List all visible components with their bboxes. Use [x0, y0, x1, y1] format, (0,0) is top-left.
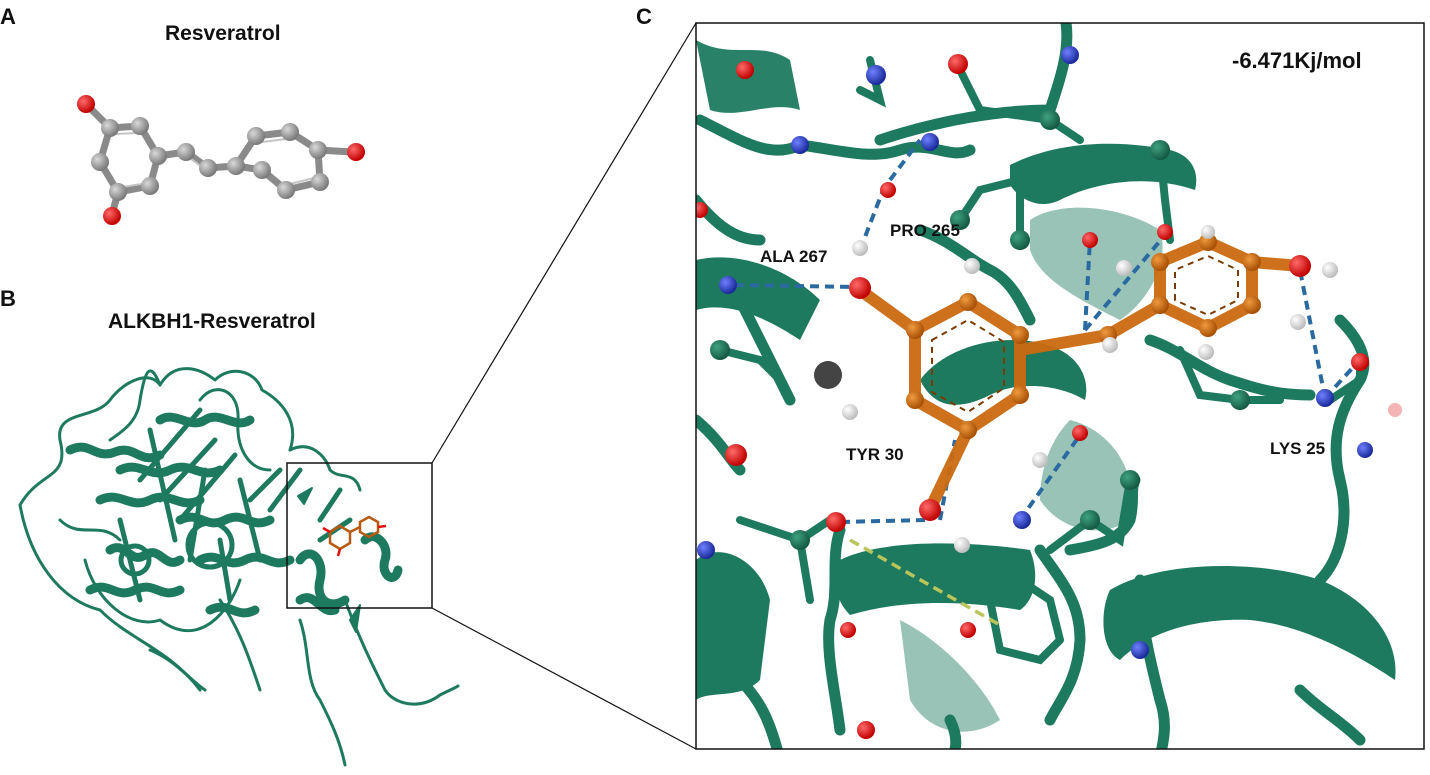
binding-pocket-view: [696, 23, 1424, 749]
zoom-line-top: [431, 22, 697, 464]
zoom-region-box: [286, 462, 433, 609]
panel-a-title: Resveratrol: [165, 22, 281, 45]
zoom-line-bottom: [431, 607, 697, 750]
panel-c-frame: [695, 22, 1425, 750]
panel-a-letter: A: [0, 4, 16, 29]
binding-energy-label: -6.471Kj/mol: [1232, 48, 1362, 73]
panel-c-letter: C: [636, 4, 652, 29]
residue-label-tyr30: TYR 30: [846, 445, 904, 464]
alkbh1-protein-structure: [18, 367, 460, 767]
residue-label-ala267: ALA 267: [760, 247, 827, 266]
residue-label-pro265: PRO 265: [890, 221, 960, 240]
panel-b-letter: B: [0, 286, 16, 311]
panel-b-title: ALKBH1-Resveratrol: [108, 310, 316, 333]
resveratrol-in-complex: [322, 515, 387, 557]
residue-label-lys25: LYS 25: [1270, 439, 1325, 458]
ligand-resveratrol: [842, 225, 1338, 553]
resveratrol-molecule: [77, 95, 365, 225]
